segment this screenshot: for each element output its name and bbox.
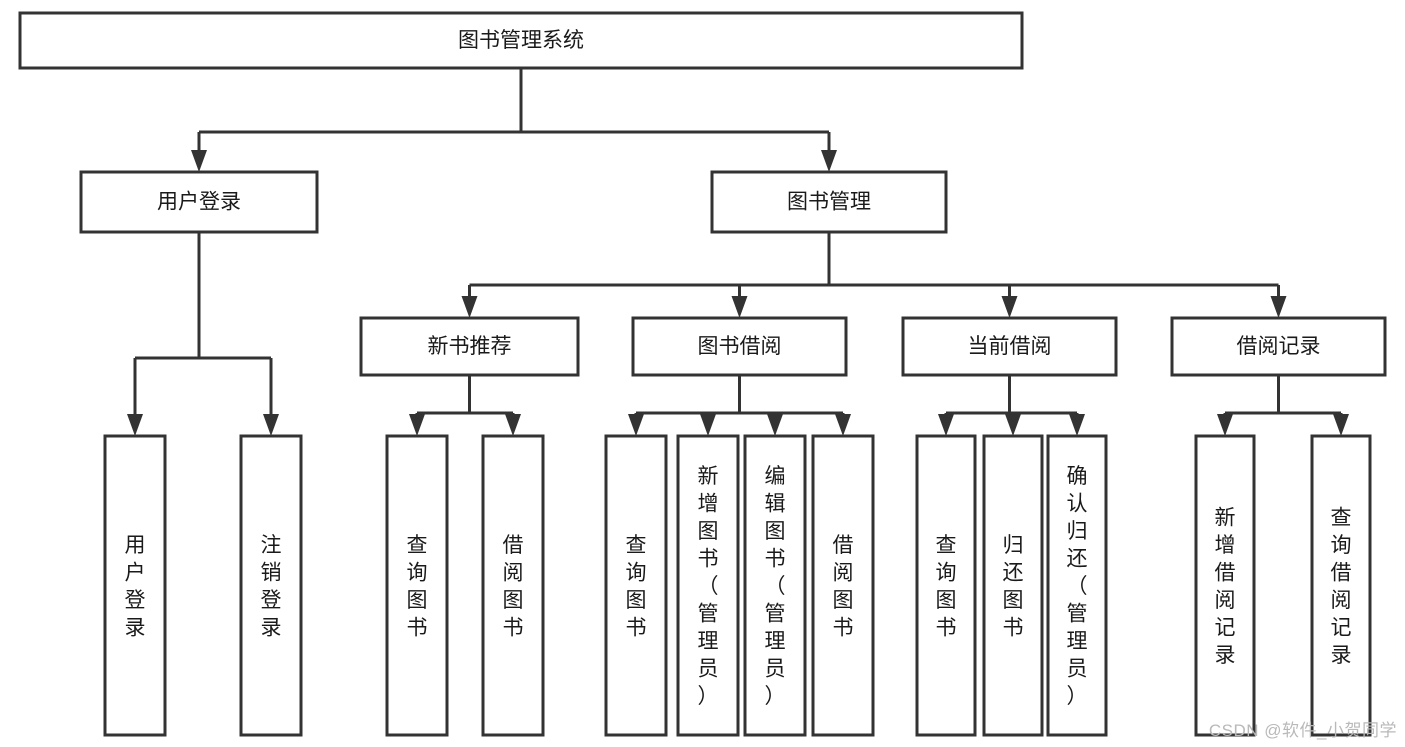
node-leaf-query-book-1[interactable]: 查询图书: [385, 434, 449, 737]
arrow-head-icon: [1005, 414, 1021, 436]
node-box[interactable]: [1170, 316, 1387, 377]
node-box[interactable]: [359, 316, 580, 377]
node-box[interactable]: [1194, 434, 1256, 737]
node-leaf-logout[interactable]: 注销登录: [239, 434, 303, 737]
node-label: 新书推荐: [428, 335, 512, 358]
node-box[interactable]: [79, 170, 319, 234]
node-label: 借阅记录: [1237, 335, 1321, 358]
arrow-head-icon: [127, 414, 143, 436]
node-leaf-query-record[interactable]: 查询借阅记录: [1310, 434, 1372, 737]
arrow-head-icon: [461, 296, 478, 318]
node-label: 新增图书（管理员）: [698, 465, 719, 708]
arrow-head-icon: [767, 414, 783, 436]
node-label: 查询图书: [407, 534, 428, 640]
node-box[interactable]: [239, 434, 303, 737]
node-book-manage[interactable]: 图书管理: [710, 170, 948, 234]
node-leaf-query-book-2[interactable]: 查询图书: [604, 434, 668, 737]
node-label: 查询图书: [936, 534, 957, 640]
arrow-head-icon: [1069, 414, 1085, 436]
node-book-borrow[interactable]: 图书借阅: [631, 316, 848, 377]
arrow-head-icon: [700, 414, 716, 436]
node-label: 用户登录: [125, 534, 146, 640]
node-leaf-edit-book[interactable]: 编辑图书（管理员）: [743, 434, 807, 737]
node-box[interactable]: [901, 316, 1118, 377]
node-leaf-borrow-book-1[interactable]: 借阅图书: [481, 434, 545, 737]
node-new-book-rec[interactable]: 新书推荐: [359, 316, 580, 377]
node-box[interactable]: [982, 434, 1044, 737]
node-label: 查询图书: [626, 534, 647, 640]
node-box[interactable]: [18, 11, 1024, 70]
connector-group-user-login: [127, 232, 279, 436]
connector-group-new-book-rec: [409, 375, 521, 436]
node-label: 编辑图书（管理员）: [765, 465, 786, 708]
node-leaf-return-book[interactable]: 归还图书: [982, 434, 1044, 737]
node-box[interactable]: [1310, 434, 1372, 737]
node-leaf-add-record[interactable]: 新增借阅记录: [1194, 434, 1256, 737]
node-leaf-user-login[interactable]: 用户登录: [103, 434, 167, 737]
node-box[interactable]: [676, 434, 740, 737]
node-label: 当前借阅: [968, 335, 1052, 358]
node-label: 图书管理系统: [458, 29, 584, 52]
node-leaf-query-book-3[interactable]: 查询图书: [915, 434, 977, 737]
node-label: 借阅图书: [833, 534, 854, 640]
arrow-head-icon: [1217, 414, 1233, 436]
node-label: 注销登录: [261, 534, 282, 640]
node-box[interactable]: [631, 316, 848, 377]
arrow-head-icon: [1333, 414, 1349, 436]
connectors-layer: [127, 68, 1349, 436]
connector-group-book-manage: [461, 232, 1287, 318]
node-label: 新增借阅记录: [1215, 506, 1236, 667]
node-leaf-borrow-book-2[interactable]: 借阅图书: [811, 434, 875, 737]
arrow-head-icon: [409, 414, 425, 436]
node-label: 用户登录: [157, 191, 241, 214]
arrow-head-icon: [263, 414, 279, 436]
node-user-login[interactable]: 用户登录: [79, 170, 319, 234]
connector-group-current-borrow: [938, 375, 1085, 436]
node-current-borrow[interactable]: 当前借阅: [901, 316, 1118, 377]
node-leaf-add-book[interactable]: 新增图书（管理员）: [676, 434, 740, 737]
arrow-head-icon: [628, 414, 644, 436]
arrow-head-icon: [938, 414, 954, 436]
arrow-head-icon: [731, 296, 748, 318]
arrow-head-icon: [1270, 296, 1287, 318]
node-box[interactable]: [481, 434, 545, 737]
node-root[interactable]: 图书管理系统: [18, 11, 1024, 70]
node-label: 图书管理: [787, 191, 871, 214]
node-borrow-record[interactable]: 借阅记录: [1170, 316, 1387, 377]
node-box[interactable]: [811, 434, 875, 737]
node-box[interactable]: [710, 170, 948, 234]
connector-group-book-borrow: [628, 375, 851, 436]
node-leaf-confirm-ret[interactable]: 确认归还（管理员）: [1046, 434, 1108, 737]
node-box[interactable]: [743, 434, 807, 737]
arrow-head-icon: [835, 414, 851, 436]
node-label: 借阅图书: [503, 534, 524, 640]
node-box[interactable]: [915, 434, 977, 737]
node-box[interactable]: [604, 434, 668, 737]
node-box[interactable]: [1046, 434, 1108, 737]
arrow-head-icon: [1001, 296, 1018, 318]
arrow-head-icon: [191, 150, 207, 172]
node-label: 确认归还（管理员）: [1067, 465, 1088, 708]
arrow-head-icon: [505, 414, 521, 436]
nodes-layer: 图书管理系统用户登录图书管理新书推荐图书借阅当前借阅借阅记录用户登录注销登录查询…: [18, 11, 1387, 737]
node-label: 查询借阅记录: [1331, 506, 1352, 667]
node-label: 归还图书: [1003, 534, 1024, 640]
connector-group-root: [191, 68, 837, 172]
connector-group-borrow-record: [1217, 375, 1349, 436]
node-label: 图书借阅: [698, 335, 782, 358]
node-box[interactable]: [103, 434, 167, 737]
arrow-head-icon: [821, 150, 837, 172]
node-box[interactable]: [385, 434, 449, 737]
